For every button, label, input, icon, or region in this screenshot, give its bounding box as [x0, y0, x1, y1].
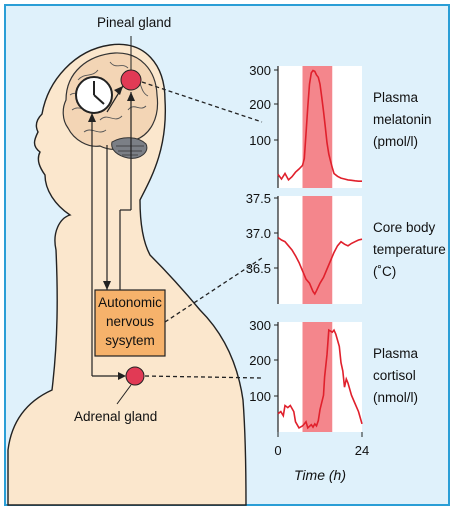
human-silhouette	[7, 43, 247, 506]
night-band-2	[302, 196, 333, 304]
clock-icon	[75, 76, 113, 114]
dashed-connectors	[141, 81, 263, 379]
series-label-line: (pmol/l)	[373, 134, 418, 149]
charts: 300200100Plasmamelatonin(pmol/l)37.537.0…	[246, 63, 446, 458]
series-label-line: Plasma	[373, 90, 419, 105]
series-label-line: (˚C)	[373, 264, 396, 279]
series-label-line: melatonin	[373, 112, 432, 127]
y-tick-label: 100	[249, 389, 271, 404]
series-line-3	[277, 328, 363, 430]
y-tick-label: 100	[249, 133, 271, 148]
x-axis-label: Time (h)	[294, 467, 346, 483]
y-tick-label: 200	[249, 97, 271, 112]
adrenal-gland-label: Adrenal gland	[74, 409, 157, 424]
pineal-gland	[120, 69, 142, 91]
series-line-1	[277, 69, 362, 182]
night-band-1	[302, 66, 333, 188]
series-label-line: temperature	[373, 242, 446, 257]
y-tick-label: 37.0	[246, 226, 271, 241]
autonomic-nervous-system-box	[94, 289, 166, 357]
ans-line-3: sysytem	[105, 333, 155, 348]
series-label-line: cortisol	[373, 368, 416, 383]
y-tick-label: 200	[249, 353, 271, 368]
y-tick-label: 36.5	[246, 261, 271, 276]
series-label-line: Plasma	[373, 346, 419, 361]
series-label-line: Core body	[373, 220, 436, 235]
y-tick-label: 300	[249, 318, 271, 333]
y-tick-label: 37.5	[246, 191, 271, 206]
ans-line-2: nervous	[106, 314, 154, 329]
cerebellum	[111, 137, 148, 159]
series-label-line: (nmol/l)	[373, 390, 418, 405]
pineal-gland-label: Pineal gland	[97, 15, 171, 30]
series-line-2	[277, 236, 363, 296]
adrenal-gland	[125, 366, 145, 386]
x-tick-label: 24	[355, 443, 369, 458]
pathway-arrowheads	[88, 86, 135, 380]
y-tick-label: 300	[249, 63, 271, 78]
ans-line-1: Autonomic	[98, 295, 162, 310]
x-tick-label: 0	[274, 443, 281, 458]
